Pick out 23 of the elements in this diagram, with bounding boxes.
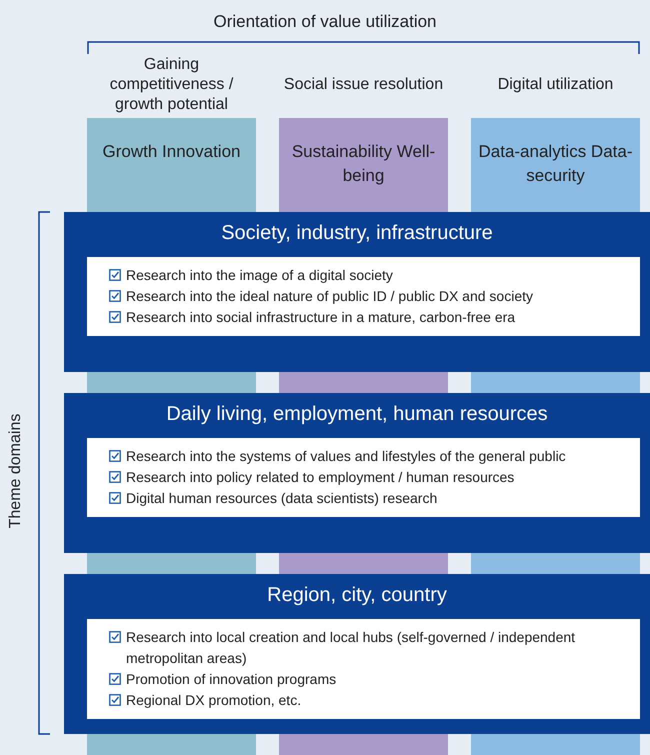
list-item: Research into policy related to employment / human resources bbox=[126, 468, 514, 487]
list-item: Promotion of innovation programs bbox=[126, 670, 336, 689]
column-heading: Gaining competitiveness / growth potential bbox=[108, 55, 234, 115]
list-item: Research into the systems of values and lifestyles of the general public bbox=[126, 447, 566, 466]
column-heading: Digital utilization bbox=[496, 75, 614, 95]
column-label: Sustainability Well-being bbox=[290, 141, 436, 187]
column-label: Data-analytics Data-security bbox=[477, 141, 634, 187]
axis-title: Orientation of value utilization bbox=[212, 12, 438, 32]
band-heading: Daily living, employment, human resources bbox=[165, 403, 549, 426]
list-item: Research into social infrastructure in a mature, carbon-free era bbox=[126, 308, 516, 327]
theme-band bbox=[64, 574, 650, 734]
column-heading: Social issue resolution bbox=[282, 75, 444, 95]
list-item: Research into the image of a digital society bbox=[126, 266, 393, 285]
list-item: Digital human resources (data scientists) research bbox=[126, 489, 438, 508]
band-heading: Region, city, country bbox=[266, 584, 448, 607]
theme-band bbox=[64, 393, 650, 553]
list-item: Research into local creation and local hubs (self-governed / independent metropolitan areas) bbox=[126, 628, 576, 668]
theme-band bbox=[64, 212, 650, 372]
axis-title: Theme domains bbox=[7, 412, 25, 530]
list-item: Regional DX promotion, etc. bbox=[126, 691, 302, 710]
list-item: Research into the ideal nature of public ID / public DX and society bbox=[126, 287, 534, 306]
column-label: Growth Innovation bbox=[102, 141, 242, 163]
band-heading: Society, industry, infrastructure bbox=[220, 222, 494, 245]
